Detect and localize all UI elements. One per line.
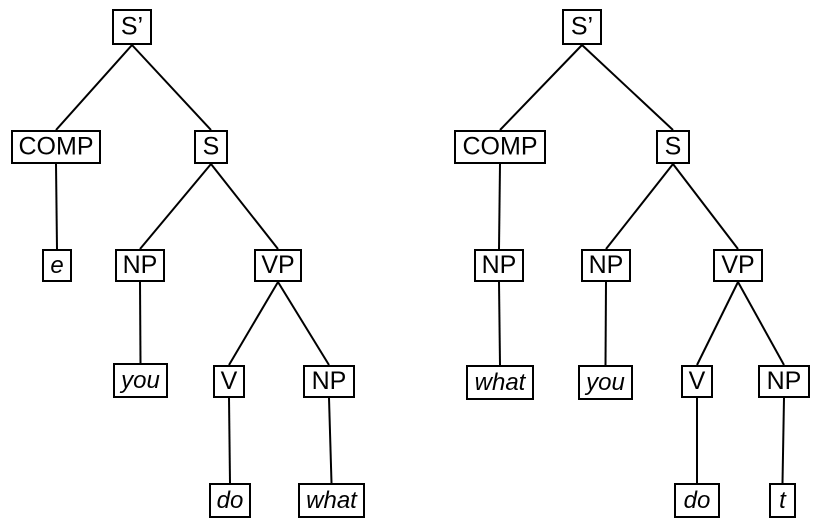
node-label: NP xyxy=(312,367,347,395)
leaf-node-t[interactable]: t xyxy=(769,483,796,518)
node-label: COMP xyxy=(19,133,94,161)
edge-group xyxy=(498,44,785,484)
tree-edge-NP-to-you xyxy=(604,281,607,366)
category-node-vp[interactable]: VP xyxy=(713,249,763,282)
node-box xyxy=(303,365,355,398)
node-label: e xyxy=(50,252,63,279)
tree-edge-S-to-NP xyxy=(139,163,212,250)
node-label: NP xyxy=(482,251,517,279)
node-box xyxy=(115,249,165,282)
node-box xyxy=(474,249,524,282)
node-label: what xyxy=(306,487,358,514)
surface-structure-tree: S’ COMP S NP NP VP what you V NP do t xyxy=(454,9,810,518)
category-node-s[interactable]: S xyxy=(194,130,228,164)
category-node-v[interactable]: V xyxy=(681,365,713,398)
node-box xyxy=(454,130,546,164)
category-node-sbar[interactable]: S’ xyxy=(112,9,152,45)
tree-edge-S-to-NP xyxy=(605,163,674,250)
node-label: S’ xyxy=(571,13,593,41)
node-label: VP xyxy=(721,251,754,279)
node-box xyxy=(769,483,796,518)
tree-edge-Sbar-to-COMP xyxy=(55,44,133,131)
category-node-np[interactable]: NP xyxy=(581,249,631,282)
category-node-np[interactable]: NP xyxy=(303,365,355,398)
node-label: you xyxy=(584,369,625,396)
tree-edge-V-to-do xyxy=(228,397,231,484)
node-box xyxy=(11,130,101,164)
tree-edge-VP-to-NP xyxy=(737,281,785,366)
node-box xyxy=(42,249,72,282)
tree-edge-VP-to-V xyxy=(696,281,739,366)
node-box xyxy=(758,365,810,398)
node-label: you xyxy=(119,367,160,394)
node-box xyxy=(194,130,228,164)
node-box xyxy=(713,249,763,282)
tree-edge-Sbar-to-S xyxy=(581,44,674,131)
node-box xyxy=(112,9,152,45)
node-label: S xyxy=(203,133,220,161)
tree-edge-VP-to-V xyxy=(228,281,279,366)
tree-edge-NP-to-what xyxy=(328,397,333,484)
category-node-s[interactable]: S xyxy=(656,130,690,164)
node-label: VP xyxy=(261,251,294,279)
node-label: V xyxy=(221,367,238,395)
category-node-comp[interactable]: COMP xyxy=(454,130,546,164)
node-label: COMP xyxy=(463,133,538,161)
node-box xyxy=(581,249,631,282)
tree-edge-Sbar-to-S xyxy=(131,44,212,131)
leaf-node-do[interactable]: do xyxy=(674,483,720,518)
node-box xyxy=(209,483,251,518)
node-label: S’ xyxy=(121,13,143,41)
leaf-node-you[interactable]: you xyxy=(113,363,168,398)
tree-edge-COMP-to-e xyxy=(55,163,58,250)
category-node-vp[interactable]: VP xyxy=(254,249,302,282)
leaf-node-you[interactable]: you xyxy=(578,365,633,400)
node-label: S xyxy=(665,133,682,161)
category-node-comp[interactable]: COMP xyxy=(11,130,101,164)
category-node-sbar[interactable]: S’ xyxy=(562,9,602,45)
tree-edge-S-to-VP xyxy=(672,163,739,250)
tree-edge-NP-to-what xyxy=(498,281,501,366)
node-box xyxy=(656,130,690,164)
node-label: NP xyxy=(123,251,158,279)
node-box xyxy=(562,9,602,45)
node-label: NP xyxy=(767,367,802,395)
tree-edge-COMP-to-NP xyxy=(498,163,501,250)
leaf-node-do[interactable]: do xyxy=(209,483,251,518)
node-label: do xyxy=(684,487,711,514)
leaf-node-what[interactable]: what xyxy=(298,483,365,518)
node-group: S’ COMP S NP NP VP what you V NP do t xyxy=(454,9,810,518)
node-box xyxy=(578,365,633,400)
node-label: NP xyxy=(589,251,624,279)
tree-edge-NP-to-t xyxy=(781,397,785,484)
edge-group xyxy=(55,44,333,484)
node-box xyxy=(674,483,720,518)
node-box xyxy=(298,483,365,518)
node-label: do xyxy=(217,487,244,514)
tree-edge-S-to-VP xyxy=(210,163,279,250)
node-label: what xyxy=(475,369,527,396)
node-box xyxy=(254,249,302,282)
category-node-np[interactable]: NP xyxy=(115,249,165,282)
category-node-np[interactable]: NP xyxy=(474,249,524,282)
leaf-node-what[interactable]: what xyxy=(466,365,534,400)
node-box xyxy=(213,365,245,398)
tree-edge-NP-to-you xyxy=(139,281,142,364)
category-node-v[interactable]: V xyxy=(213,365,245,398)
node-label: t xyxy=(779,487,787,514)
leaf-node-e[interactable]: e xyxy=(42,249,72,282)
node-box xyxy=(681,365,713,398)
tree-edge-VP-to-NP xyxy=(277,281,330,366)
category-node-np[interactable]: NP xyxy=(758,365,810,398)
node-box xyxy=(466,365,534,400)
node-box xyxy=(113,363,168,398)
tree-edge-Sbar-to-COMP xyxy=(499,44,583,131)
node-label: V xyxy=(689,367,706,395)
